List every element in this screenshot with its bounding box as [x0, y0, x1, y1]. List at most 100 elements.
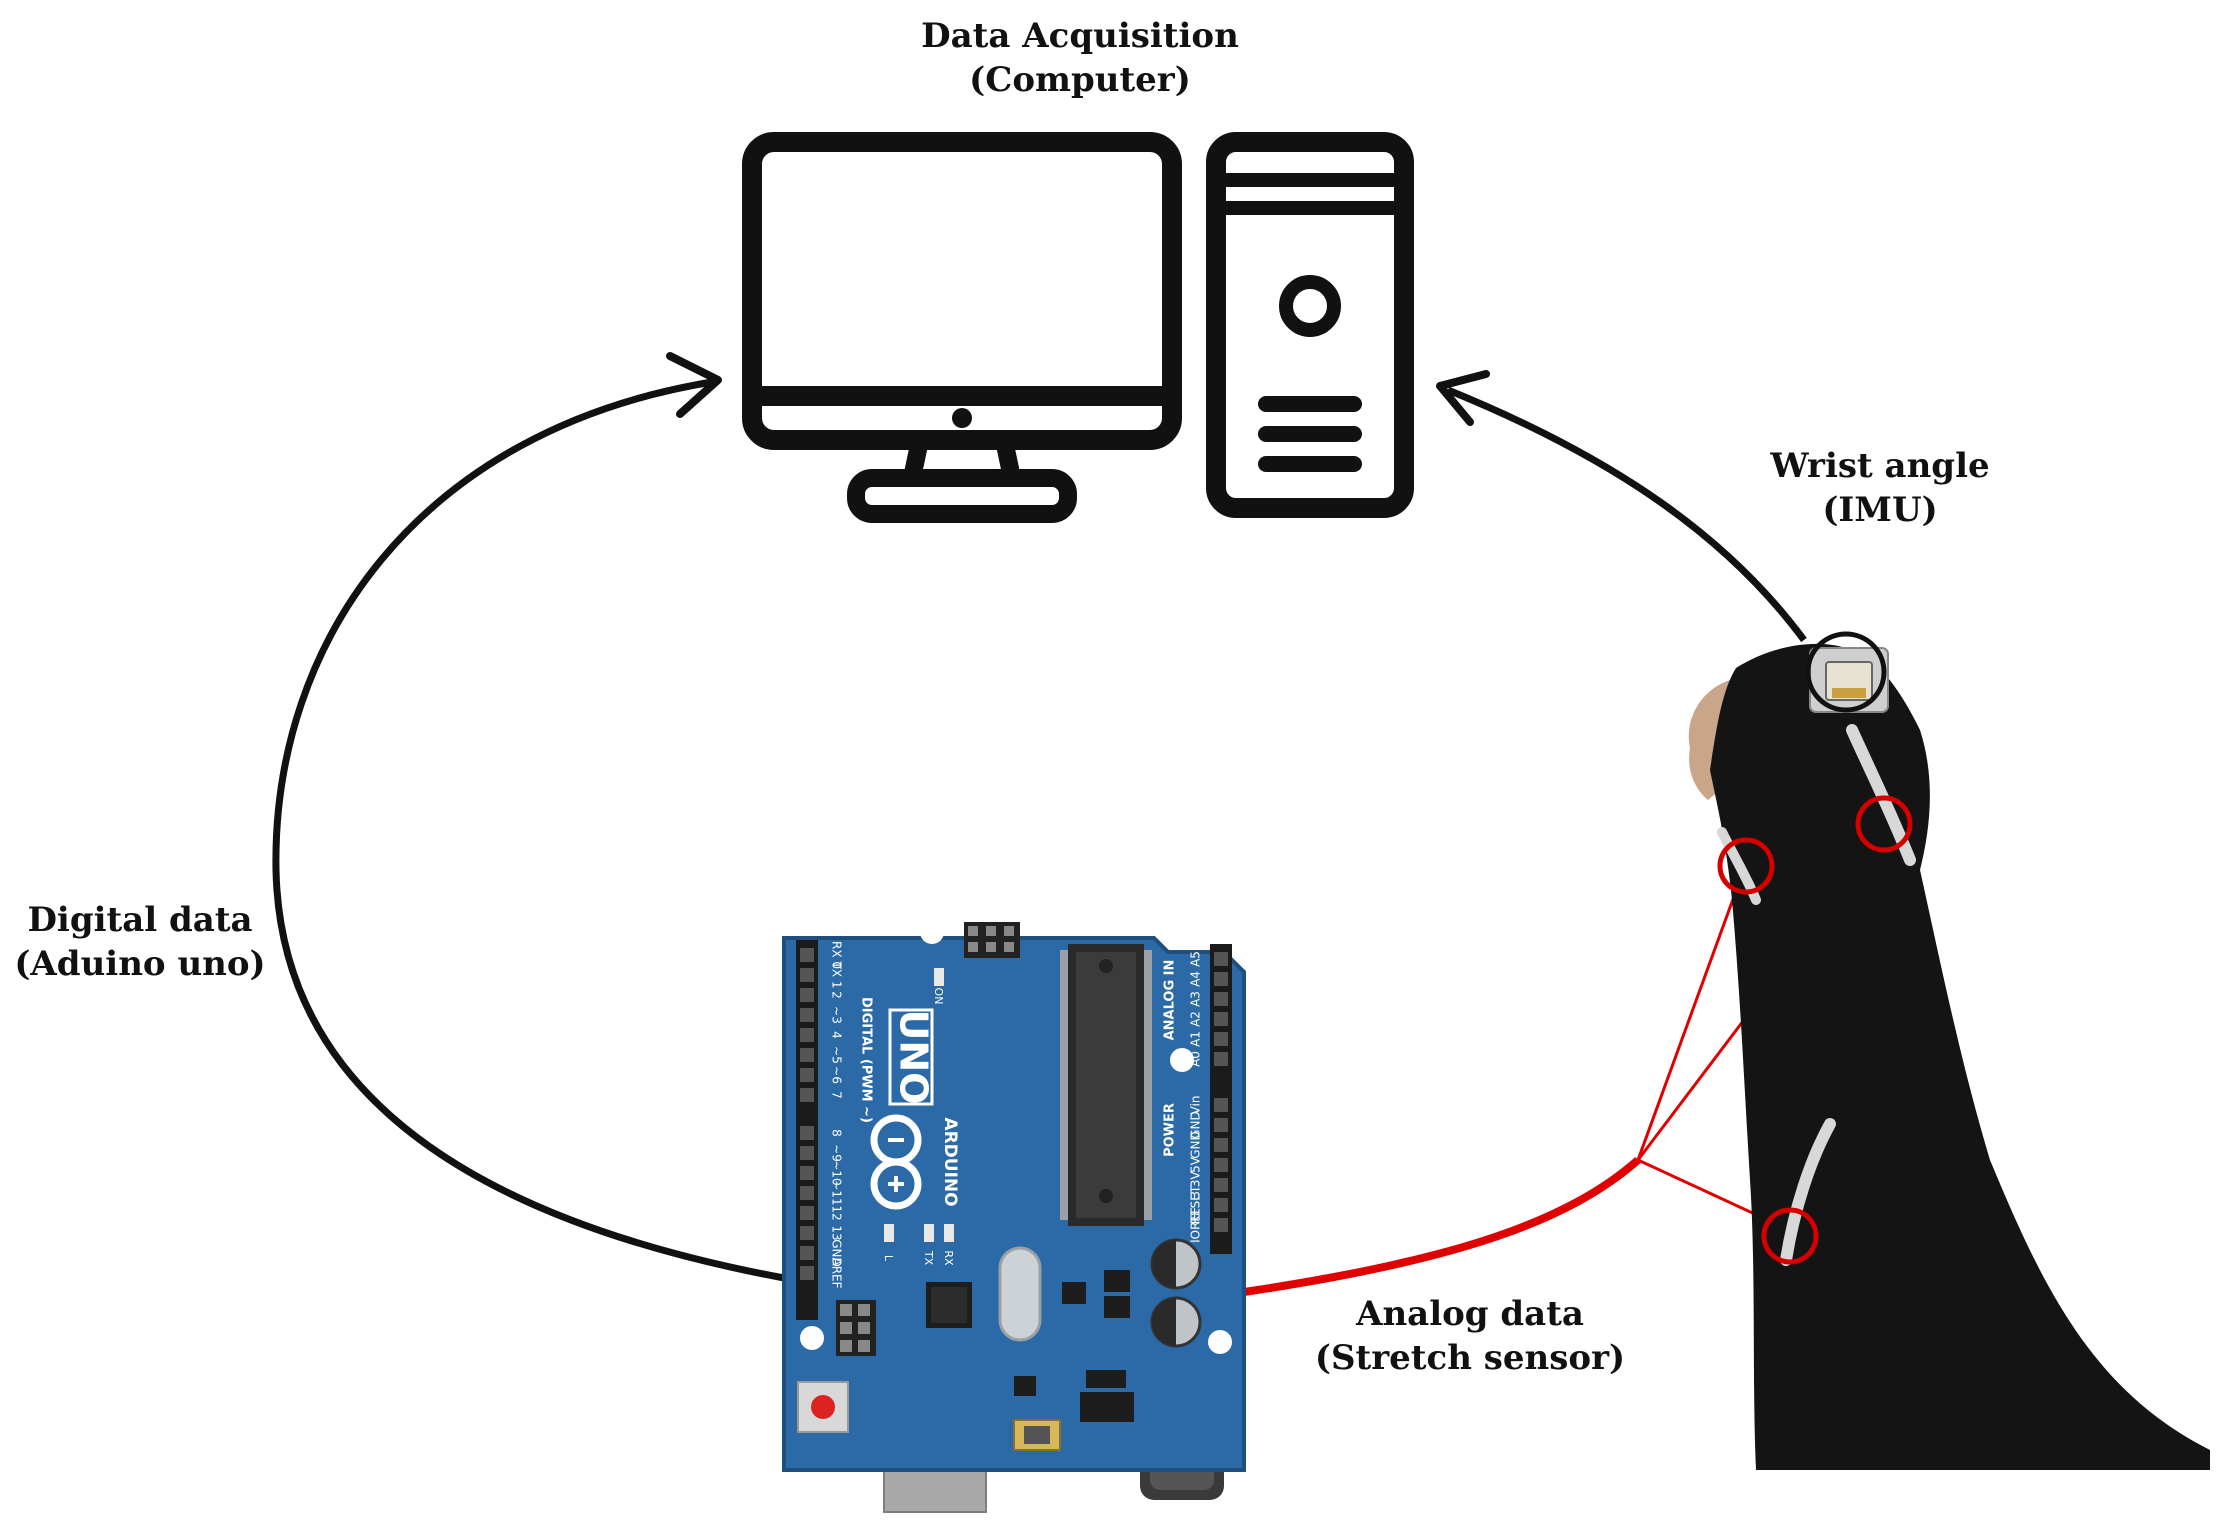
- data-acquisition-label: Data Acquisition (Computer): [880, 14, 1280, 102]
- analog-pin-label: A5: [1189, 951, 1203, 967]
- power-pin-label: 5V: [1189, 1156, 1203, 1173]
- digital-data-arrow: [272, 352, 785, 1282]
- digital-pin-label: GND: [830, 1239, 844, 1267]
- digital-header-pins: [800, 948, 814, 1280]
- digital-pin: [800, 1126, 814, 1140]
- digital-pin: [800, 1266, 814, 1280]
- computer-tower-icon: [1206, 132, 1414, 518]
- digital-pin-label: ~9: [830, 1144, 844, 1162]
- digital-pin-label: ~11: [830, 1180, 844, 1205]
- digital-pin-label: ~5: [830, 1046, 844, 1064]
- analog-data-subtitle: (Stretch sensor): [1314, 1338, 1626, 1378]
- analog-power-header-pins: [1214, 952, 1228, 1232]
- sensor-glove-arm: [1688, 631, 2210, 1470]
- board-model-label: UNO: [892, 1010, 936, 1105]
- arduino-logo-icon: [870, 1114, 922, 1210]
- analog-pin-label: A2: [1189, 1011, 1203, 1027]
- digital-pin: [800, 1068, 814, 1082]
- digital-pin-label: 13: [830, 1225, 844, 1240]
- monitor-icon: [742, 132, 1182, 523]
- power-pin-label: GND: [1189, 1131, 1203, 1159]
- digital-pin: [800, 988, 814, 1002]
- digital-pin: [800, 1028, 814, 1042]
- analog-pin-label: A3: [1189, 991, 1203, 1007]
- digital-pin: [800, 1048, 814, 1062]
- digital-pin-label: AREF: [830, 1257, 844, 1288]
- digital-pin-label: RX 0: [830, 941, 844, 969]
- uno-label-box: [888, 1008, 934, 1106]
- analog-pin: [1214, 1052, 1228, 1066]
- power-pin: [1214, 1218, 1228, 1232]
- digital-pin-label: 7: [830, 1091, 844, 1099]
- wrist-angle-title: Wrist angle: [1770, 446, 1990, 486]
- analog-data-title: Analog data: [1356, 1294, 1584, 1334]
- power-pin: [1214, 1158, 1228, 1172]
- power-pin-label: IOREF: [1189, 1207, 1203, 1243]
- icsp-header-top: [964, 922, 1020, 958]
- digital-pin-label: ~3: [830, 1006, 844, 1024]
- wrist-angle-label: Wrist angle (IMU): [1720, 444, 2040, 532]
- power-pin-label: RESET: [1189, 1185, 1203, 1224]
- power-pin: [1214, 1118, 1228, 1132]
- digital-pin: [800, 1246, 814, 1260]
- led-label-on: ON: [932, 988, 945, 1005]
- usb-serial-chip: [926, 1282, 972, 1328]
- power-pin: [1214, 1138, 1228, 1152]
- digital-pin-label: ~10: [830, 1160, 844, 1185]
- power-pin-label: Vin: [1189, 1096, 1203, 1115]
- digital-pin: [800, 948, 814, 962]
- analog-data-label: Analog data (Stretch sensor): [1300, 1292, 1640, 1380]
- digital-pin-label: 4: [830, 1031, 844, 1039]
- power-pin-label: GND: [1189, 1111, 1203, 1139]
- digital-data-label: Digital data (Aduino uno): [0, 898, 280, 986]
- analog-pin: [1214, 972, 1228, 986]
- analog-pin-label: A4: [1189, 971, 1203, 987]
- digital-pin: [800, 1186, 814, 1200]
- microcontroller-chip: [1060, 944, 1152, 1226]
- led-label-l: L: [882, 1255, 895, 1262]
- digital-pin: [800, 968, 814, 982]
- digital-pin: [800, 1146, 814, 1160]
- digital-data-title: Digital data: [27, 900, 253, 940]
- data-acquisition-subtitle: (Computer): [969, 60, 1191, 100]
- digital-pin-label: 8: [830, 1129, 844, 1137]
- analog-pin: [1214, 952, 1228, 966]
- wrist-angle-subtitle: (IMU): [1822, 490, 1938, 530]
- digital-pin-label: ~6: [830, 1066, 844, 1084]
- wrist-angle-arrow: [1436, 370, 1807, 643]
- digital-pin: [800, 1206, 814, 1220]
- power-pin-label: 3.3V: [1189, 1171, 1203, 1199]
- led-label-rx: RX: [942, 1250, 955, 1266]
- digital-pin: [800, 1088, 814, 1102]
- icsp-header-bottom: [836, 1300, 876, 1356]
- status-leds: L TX RX ON: [882, 968, 955, 1266]
- digital-data-subtitle: (Aduino uno): [14, 944, 266, 984]
- digital-header-label: DIGITAL (PWM ~): [859, 997, 874, 1123]
- analog-pin-label: A0: [1189, 1051, 1203, 1067]
- led-label-tx: TX: [922, 1250, 935, 1266]
- digital-pin-label: TX 1: [830, 961, 844, 989]
- analog-pin-label: A1: [1189, 1031, 1203, 1047]
- digital-pin: [800, 1226, 814, 1240]
- reset-button: [797, 1381, 849, 1433]
- analog-pin: [1214, 1012, 1228, 1026]
- digital-pin: [800, 1008, 814, 1022]
- power-pin: [1214, 1098, 1228, 1112]
- data-acquisition-title: Data Acquisition: [921, 16, 1239, 56]
- analog-header-label: ANALOG IN: [1163, 960, 1178, 1041]
- digital-pin: [800, 1166, 814, 1180]
- power-header-label: POWER: [1163, 1103, 1178, 1157]
- power-pin: [1214, 1178, 1228, 1192]
- crystal-oscillator: [998, 1246, 1042, 1342]
- digital-pin-label: 12: [830, 1205, 844, 1220]
- analog-pin: [1214, 1032, 1228, 1046]
- board-brand-label: ARDUINO: [940, 1117, 960, 1206]
- capacitors: [1150, 1238, 1202, 1348]
- power-pin: [1214, 1198, 1228, 1212]
- analog-pin: [1214, 992, 1228, 1006]
- arduino-uno-board: L TX RX ON UNO ARDUINO DIGITAL (PWM ~) A…: [782, 920, 1246, 1513]
